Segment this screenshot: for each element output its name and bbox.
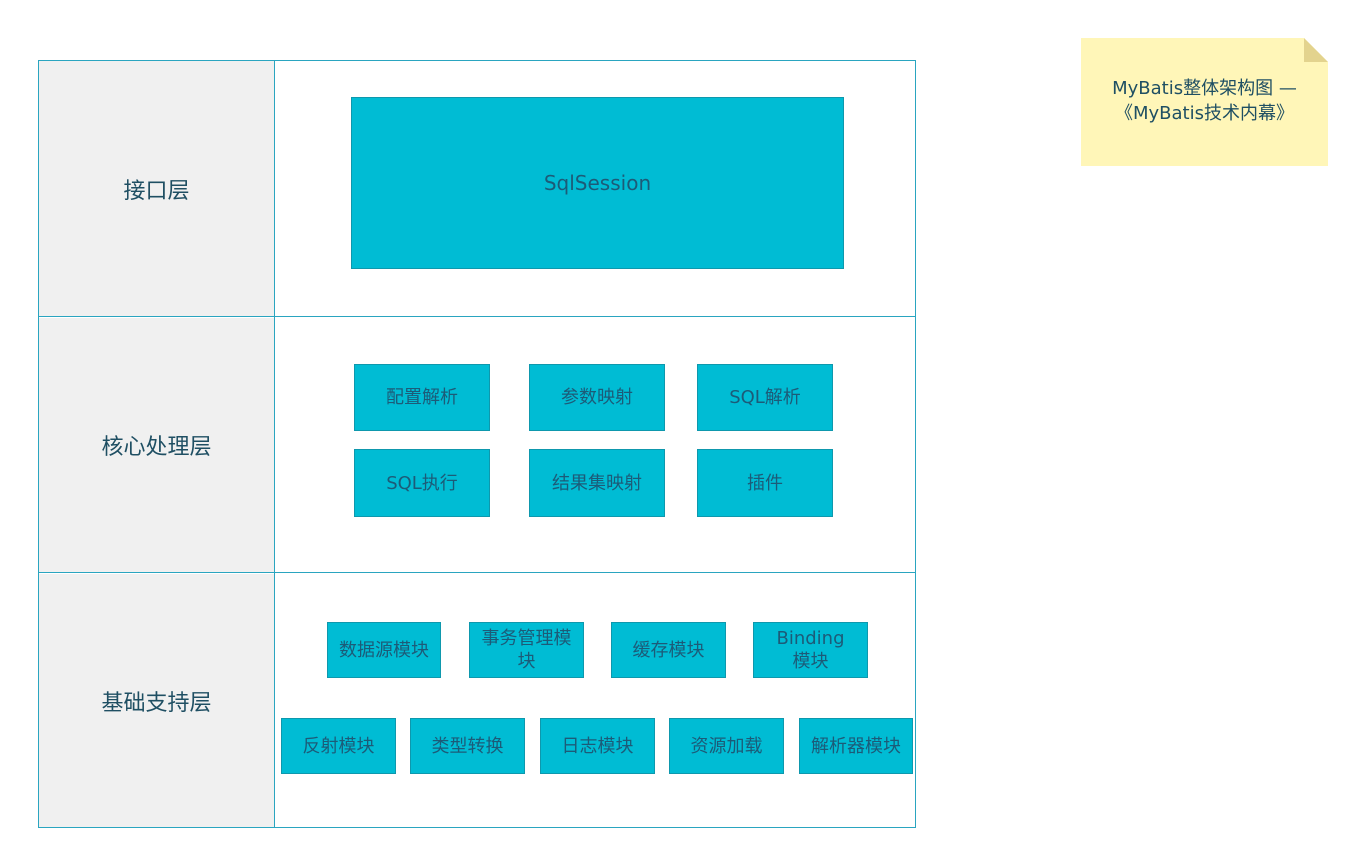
architecture-frame [38, 60, 916, 828]
layer-divider-2 [38, 572, 916, 573]
config-parse-box: 配置解析 [354, 364, 490, 431]
column-divider [274, 60, 275, 828]
plugin-box: 插件 [697, 449, 833, 517]
sticky-note-fold [1304, 38, 1328, 62]
sql-parse-box: SQL解析 [697, 364, 833, 431]
binding-module-box: Binding模块 [753, 622, 868, 678]
layer-divider-1 [38, 316, 916, 317]
result-mapping-box: 结果集映射 [529, 449, 665, 517]
note-line-1: MyBatis整体架构图 — [1112, 78, 1297, 99]
datasource-module-box: 数据源模块 [327, 622, 441, 678]
reflection-module-box: 反射模块 [281, 718, 396, 774]
layer-label-interface: 接口层 [39, 61, 274, 316]
sticky-note-text: MyBatis整体架构图 — 《MyBatis技术内幕》 [1081, 76, 1328, 126]
param-mapping-box: 参数映射 [529, 364, 665, 431]
sticky-note [1081, 38, 1328, 166]
type-conversion-box: 类型转换 [410, 718, 525, 774]
resource-loading-box: 资源加载 [669, 718, 784, 774]
sqlsession-box: SqlSession [351, 97, 844, 269]
cache-module-box: 缓存模块 [611, 622, 726, 678]
note-line-2: 《MyBatis技术内幕》 [1115, 103, 1294, 124]
layer-label-foundation: 基础支持层 [39, 574, 274, 827]
layer-label-core: 核心处理层 [39, 318, 274, 572]
parser-module-box: 解析器模块 [799, 718, 913, 774]
transaction-module-box: 事务管理模块 [469, 622, 584, 678]
logging-module-box: 日志模块 [540, 718, 655, 774]
sql-exec-box: SQL执行 [354, 449, 490, 517]
